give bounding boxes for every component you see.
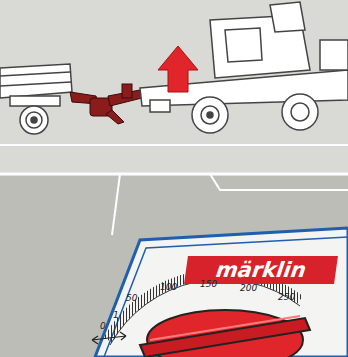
track-line bbox=[112, 174, 348, 235]
scale-number: 0 bbox=[100, 322, 106, 331]
direction-arrow bbox=[92, 332, 126, 344]
control-knob bbox=[140, 310, 310, 357]
panel-inner-edge bbox=[104, 237, 348, 357]
lift-arrow bbox=[158, 46, 198, 92]
controller-panel bbox=[95, 228, 348, 357]
scale-number: 1 bbox=[113, 311, 119, 320]
locomotive bbox=[140, 2, 348, 133]
brand-text: märklin bbox=[214, 258, 307, 282]
scale-number: 250 bbox=[278, 293, 295, 302]
scale-number: 200 bbox=[240, 284, 257, 293]
floor-line bbox=[0, 144, 348, 146]
scene-panel bbox=[0, 0, 348, 174]
scale-number: 100 bbox=[160, 283, 177, 292]
scale-number: 50 bbox=[126, 294, 137, 303]
scale-number: 150 bbox=[200, 280, 217, 289]
coupler bbox=[70, 84, 142, 124]
wagon bbox=[0, 64, 72, 134]
